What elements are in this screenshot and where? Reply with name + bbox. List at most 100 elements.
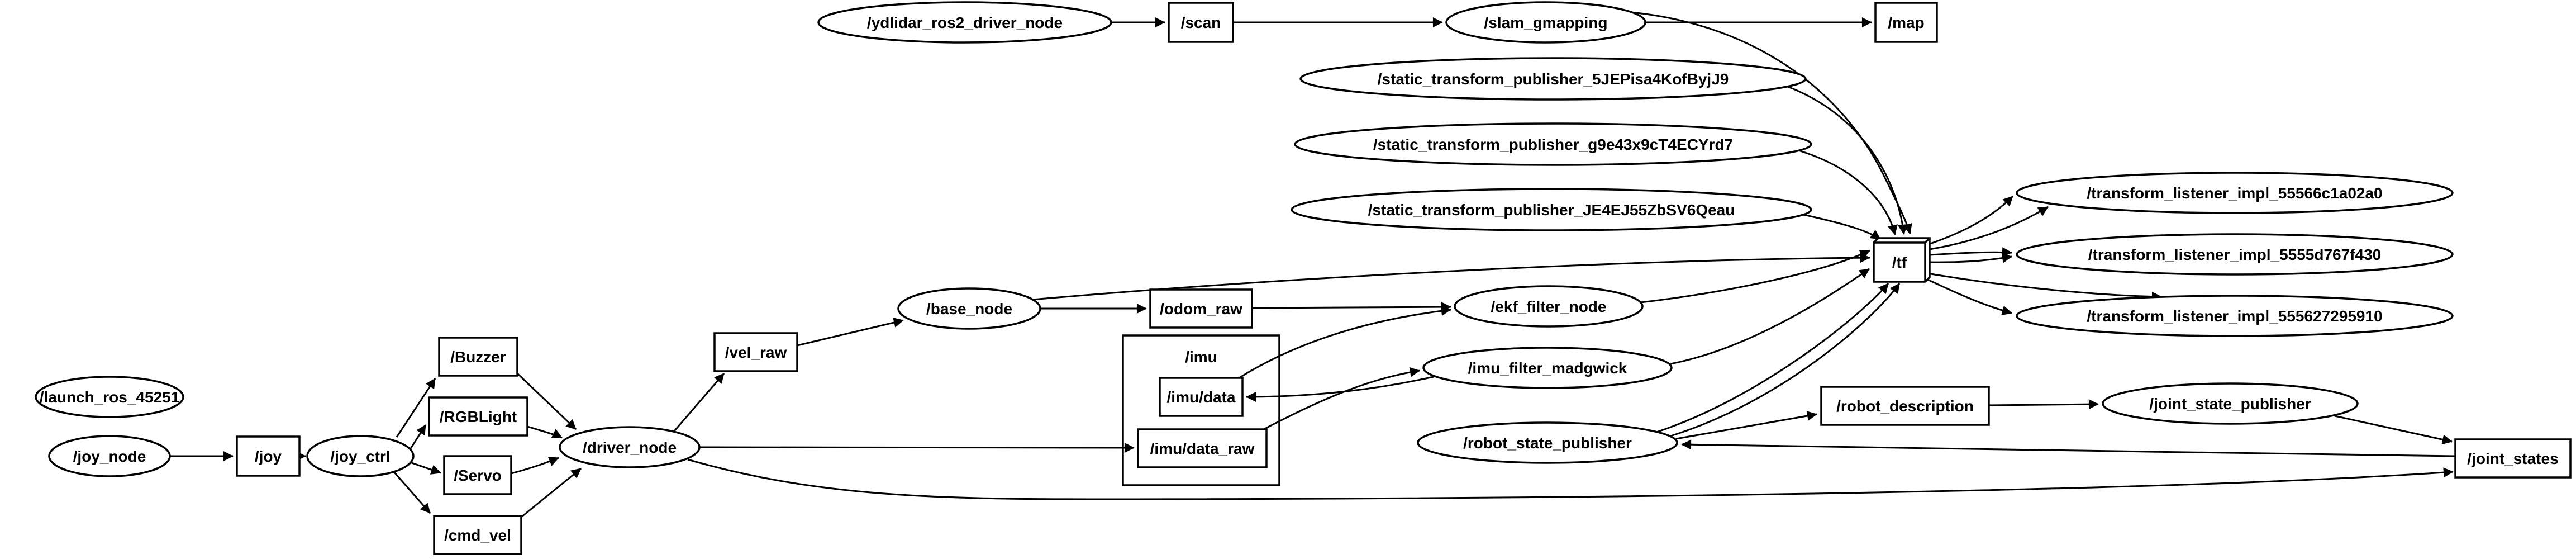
edge-tf-tl2 [1929, 247, 2012, 258]
edge-ekf-tf [1640, 249, 1870, 304]
node-label: /joint_state_publisher [2149, 395, 2311, 413]
node-rsp-shape [1417, 421, 1678, 464]
node-slam: /slam_gmapping [1445, 1, 1646, 44]
node-stp2-shape [1294, 122, 1812, 166]
node-driver-shape [559, 426, 701, 468]
edge-joy_ctrl-rgblight [409, 424, 427, 450]
node-buzzer-shape [438, 337, 518, 377]
node-label: /imu_filter_madgwick [1468, 359, 1627, 377]
node-label: /robot_state_publisher [1463, 434, 1632, 452]
edge-cmd_vel-driver [521, 467, 582, 518]
edge-joy_ctrl-cmd_vel [393, 471, 431, 514]
node-ydlidar-shape [817, 1, 1112, 44]
node-label: /ydlidar_ros2_driver_node [867, 14, 1063, 31]
edge-stp2-tf [1798, 149, 1898, 235]
node-scan-shape [1168, 2, 1234, 43]
node-cmd_vel-shape [433, 515, 522, 555]
node-label: /Buzzer [450, 348, 506, 366]
node-label: /vel_raw [725, 344, 787, 361]
edge-servo-driver [511, 456, 559, 475]
node-label: /imu/data_raw [1150, 440, 1255, 457]
node-ekf-shape [1454, 285, 1644, 328]
node-label: /transform_listener_impl_555627295910 [2087, 307, 2382, 325]
node-tl2: /transform_listener_impl_5555d767f430 [2016, 233, 2454, 276]
node-rgblight: /RGBLight [428, 396, 528, 437]
edge-joint_states-rsp [1681, 439, 2456, 457]
edge-vel_raw-base_node [797, 318, 904, 347]
node-tl1-shape [2016, 172, 2454, 214]
node-label: /map [1888, 14, 1924, 31]
node-label: /static_transform_publisher_5JEPisa4KofB… [1378, 70, 1729, 88]
node-tl1: /transform_listener_impl_55566c1a02a0 [2016, 172, 2454, 214]
edge-joy_ctrl-servo [410, 461, 441, 475]
edge-madgwick-tf [1670, 268, 1870, 365]
node-ekf: /ekf_filter_node [1454, 285, 1644, 328]
edge-driver-vel_raw [673, 373, 725, 432]
node-buzzer: /Buzzer [438, 337, 518, 377]
node-robot_description: /robot_description [1820, 386, 1990, 426]
node-joy_ctrl-shape [306, 435, 415, 477]
edge-madgwick-imu_data [1246, 376, 1434, 402]
node-joy_node: /joy_node [48, 435, 171, 477]
node-odom_raw: /odom_raw [1149, 288, 1253, 329]
edge-rsp-tf [1670, 283, 1901, 437]
node-driver: /driver_node [559, 426, 701, 468]
node-label: /static_transform_publisher_g9e43x9cT4EC… [1373, 136, 1733, 153]
edge-driver-joint_states [687, 458, 2454, 500]
edge-driver-imu_data_raw [699, 442, 1135, 453]
node-label: /RGBLight [440, 408, 517, 425]
node-label: /base_node [926, 300, 1012, 318]
node-vel_raw-shape [713, 332, 798, 372]
node-jsp: /joint_state_publisher [2102, 382, 2359, 425]
node-stp1-shape [1299, 57, 1807, 101]
node-jsp-shape [2102, 382, 2359, 425]
node-label: /slam_gmapping [1484, 14, 1608, 31]
node-servo: /Servo [443, 455, 512, 495]
node-stp3-shape [1291, 188, 1812, 231]
edge-jsp-joint_states [2334, 415, 2453, 445]
node-label: /joint_states [2467, 450, 2558, 467]
node-tl2-shape [2016, 233, 2454, 276]
edge-joy_ctrl-buzzer [396, 378, 436, 438]
node-launch-shape [35, 376, 184, 418]
node-label: /transform_listener_impl_55566c1a02a0 [2087, 184, 2382, 202]
edge-odom_raw-ekf [1251, 302, 1451, 312]
edge-rsp-tf [1656, 283, 1889, 433]
node-servo-shape [443, 455, 512, 495]
node-label: /tf [1892, 254, 1907, 271]
node-stp1: /static_transform_publisher_5JEPisa4KofB… [1299, 57, 1807, 101]
node-map: /map [1874, 2, 1938, 43]
node-tl3: /transform_listener_impl_555627295910 [2016, 295, 2454, 337]
node-joy: /joy [236, 435, 301, 477]
node-label: /driver_node [583, 439, 677, 456]
node-label: /launch_ros_45251 [40, 389, 180, 406]
node-label: /imu/data [1167, 389, 1236, 406]
edge-tf-tl1 [1928, 195, 2014, 245]
node-label: /static_transform_publisher_JE4EJ55ZbSV6… [1368, 201, 1735, 219]
node-ydlidar: /ydlidar_ros2_driver_node [817, 1, 1112, 44]
node-vel_raw: /vel_raw [713, 332, 798, 372]
node-joy_node-shape [48, 435, 171, 477]
node-label: /joy_node [73, 448, 146, 465]
edge-stp3-tf [1803, 214, 1881, 240]
node-slam-shape [1445, 1, 1646, 44]
node-base_node: /base_node [897, 287, 1041, 330]
edge-rgblight-driver [527, 425, 563, 439]
node-tf-shape [1873, 237, 1931, 283]
cluster-label: /imu [1185, 348, 1217, 366]
node-label: /joy_ctrl [330, 448, 390, 465]
node-rgblight-shape [428, 396, 528, 437]
node-label: /joy [255, 448, 282, 465]
node-imu_data_raw: /imu/data_raw [1137, 428, 1268, 468]
edge-rsp-robot_description [1675, 411, 1817, 440]
node-label: /cmd_vel [444, 527, 511, 544]
node-tl3-shape [2016, 295, 2454, 337]
node-imu_data: /imu/data [1159, 377, 1244, 417]
node-launch: /launch_ros_45251 [35, 376, 184, 418]
edge-tf-tl3 [1927, 272, 2162, 302]
node-cmd_vel: /cmd_vel [433, 515, 522, 555]
edge-imu_data-ekf [1239, 306, 1451, 379]
edge-tf-tl2 [1929, 253, 2012, 263]
